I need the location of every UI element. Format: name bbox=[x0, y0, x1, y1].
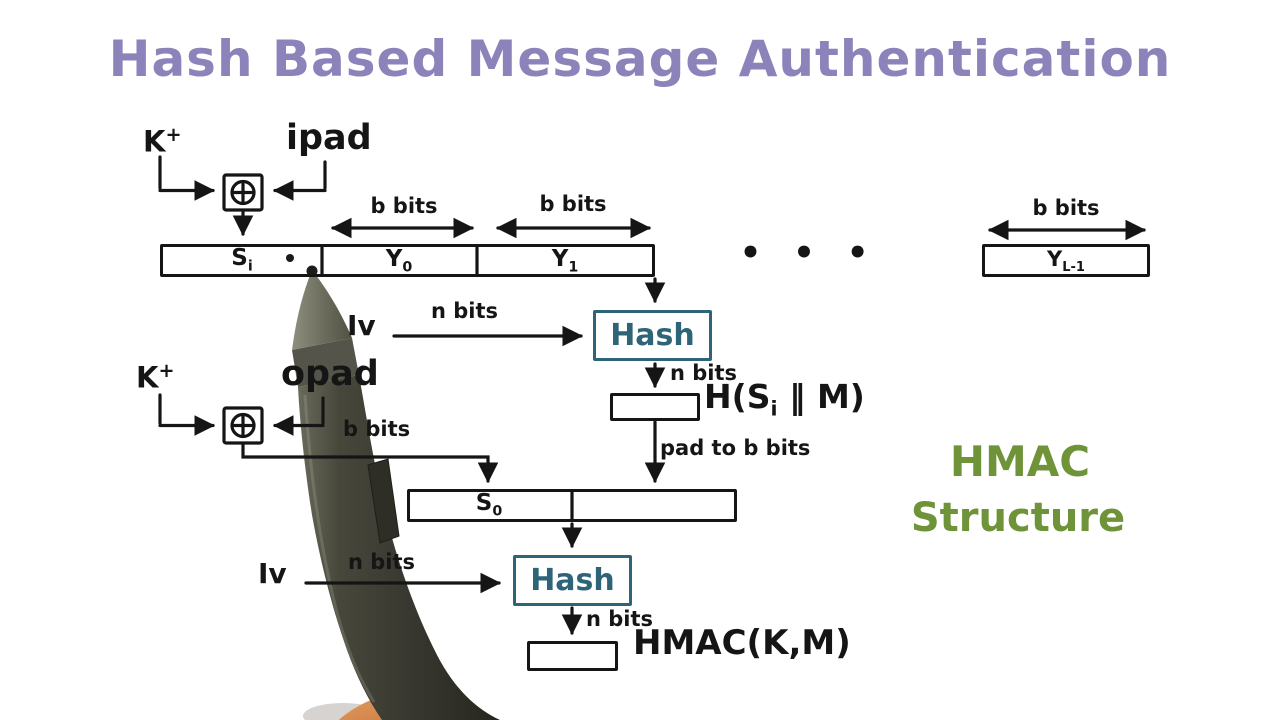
inner-digest-label: H(Si ‖ M) bbox=[704, 380, 865, 419]
y0-subscript: 0 bbox=[402, 259, 413, 276]
segment-y0-label: Y0 bbox=[386, 248, 413, 275]
hash-label: Hash bbox=[610, 318, 695, 353]
inner-hash-wires bbox=[392, 277, 666, 484]
caption-line1: HMAC bbox=[949, 437, 1091, 486]
outer-hash-wires bbox=[304, 489, 583, 636]
b-bits-label-last: b bits bbox=[1032, 196, 1100, 220]
ellipsis-dots: • • • bbox=[739, 233, 879, 273]
opad-label: opad bbox=[281, 354, 379, 394]
s0-label: S0 bbox=[476, 492, 503, 519]
digest-pre: H(S bbox=[704, 377, 771, 416]
outer-key-wires bbox=[158, 393, 499, 484]
pen-body bbox=[298, 375, 500, 720]
y0-base: Y bbox=[385, 246, 403, 272]
xor-icon bbox=[222, 406, 264, 445]
key-plus-superscript: + bbox=[165, 123, 182, 146]
ipad-label: ipad bbox=[286, 118, 372, 158]
last-block-label: YL-1 bbox=[1047, 247, 1085, 276]
xor-icon bbox=[222, 173, 264, 212]
hmac-output-label: HMAC(K,M) bbox=[633, 623, 851, 663]
inner-key-label: K+ bbox=[143, 125, 182, 157]
n-bits-label-outer-in: n bits bbox=[348, 550, 416, 574]
hash-function-box-inner: Hash bbox=[593, 310, 712, 361]
pen-tip-cone bbox=[292, 270, 352, 350]
ink-dot-artifact bbox=[286, 254, 294, 262]
pad-to-b-bits-label: pad to b bits bbox=[660, 436, 811, 460]
b-bits-label-y0: b bits bbox=[370, 194, 438, 218]
si-base: S bbox=[231, 245, 248, 271]
pen-nib bbox=[306, 265, 318, 277]
segment-y1-label: Y1 bbox=[552, 248, 579, 275]
n-bits-label-outer-out: n bits bbox=[586, 607, 654, 631]
digest-subscript: i bbox=[770, 396, 778, 421]
si-subscript: i bbox=[247, 258, 253, 275]
b-bits-label-outer: b bits bbox=[343, 417, 411, 441]
outer-key-label: K+ bbox=[136, 361, 175, 393]
b-bits-arrows bbox=[330, 217, 1147, 241]
iv-label-inner: Iv bbox=[347, 309, 376, 342]
pen-collar bbox=[292, 338, 359, 387]
ylast-subscript: L-1 bbox=[1062, 260, 1085, 276]
block-dividers bbox=[286, 244, 479, 277]
y1-base: Y bbox=[551, 246, 569, 272]
n-bits-label-inner-out: n bits bbox=[670, 361, 738, 385]
last-block-box bbox=[982, 244, 1150, 277]
hash-label: Hash bbox=[530, 563, 615, 598]
outer-block-row bbox=[407, 489, 737, 522]
inner-key-wires bbox=[158, 155, 327, 237]
s0-base: S bbox=[475, 490, 493, 516]
message-block-row bbox=[160, 244, 655, 277]
key-plus-superscript: + bbox=[158, 359, 175, 382]
s0-subscript: 0 bbox=[492, 503, 503, 520]
key-symbol: K bbox=[136, 360, 159, 395]
caption-line2: Structure bbox=[910, 495, 1126, 541]
b-bits-label-y1: b bits bbox=[539, 192, 607, 216]
pen-side-button bbox=[367, 458, 400, 544]
iv-label-outer: Iv bbox=[258, 557, 287, 590]
y1-subscript: 1 bbox=[568, 259, 579, 276]
page-title: Hash Based Message Authentication bbox=[108, 30, 1172, 88]
segment-si-label: Si bbox=[231, 247, 252, 274]
inner-digest-box bbox=[610, 393, 700, 421]
pen-highlight bbox=[303, 394, 376, 703]
n-bits-label-inner-in: n bits bbox=[431, 299, 499, 323]
digest-post: ‖ M) bbox=[777, 377, 865, 416]
hmac-output-box bbox=[527, 641, 618, 671]
key-symbol: K bbox=[143, 124, 166, 159]
ylast-base: Y bbox=[1047, 247, 1063, 271]
hash-function-box-outer: Hash bbox=[513, 555, 632, 606]
